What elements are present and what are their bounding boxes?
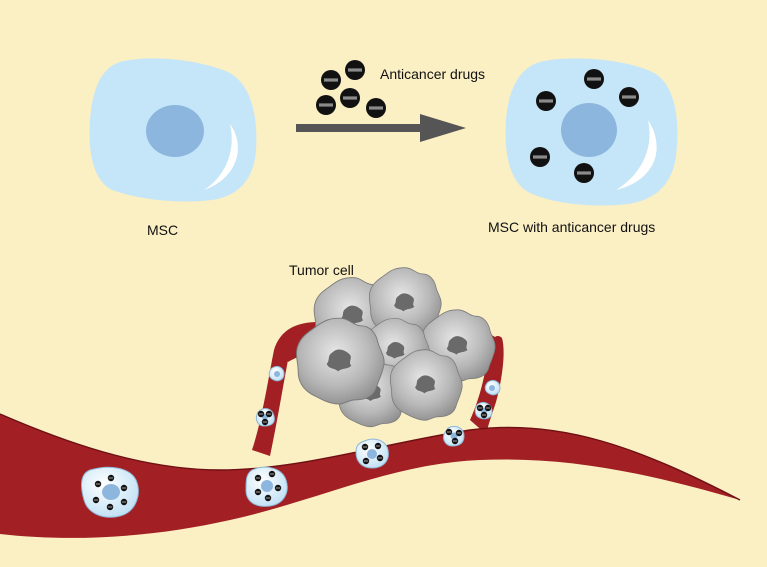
drug-particle [340, 88, 360, 108]
loaded-drug [584, 69, 604, 89]
msc-loaded-highlight [616, 120, 657, 190]
circulating-msc [484, 379, 501, 396]
drug-particle [345, 60, 365, 80]
drug-cluster [316, 60, 386, 118]
main-blood-vessel [0, 414, 740, 538]
label-msc-with-drugs: MSC with anticancer drugs [488, 219, 656, 235]
vessel-outline [0, 413, 741, 501]
circulating-msc [443, 425, 465, 447]
msc-cell [89, 58, 257, 202]
loaded-drug [619, 87, 639, 107]
loaded-drug [530, 147, 550, 167]
drug-particle [366, 98, 386, 118]
tumor-cluster [296, 267, 496, 428]
circulating-msc [474, 401, 493, 420]
label-msc: MSC [147, 222, 179, 238]
circulating-msc [355, 438, 389, 469]
msc-loaded-nucleus [561, 103, 617, 157]
tumor-cell [389, 349, 463, 421]
drug-particle [316, 95, 336, 115]
drug-particle [321, 70, 341, 90]
loaded-drug [536, 91, 556, 111]
msc-nucleus [146, 105, 204, 157]
loaded-drug [574, 163, 594, 183]
msc-with-drugs-cell [505, 58, 678, 206]
label-anticancer-drugs: Anticancer drugs [380, 66, 486, 82]
circulating-msc [268, 365, 285, 382]
circulating-msc [255, 408, 275, 427]
circulating-msc [245, 466, 288, 507]
circulating-msc-large [81, 466, 139, 518]
right-arrow-icon [296, 114, 466, 142]
label-tumor-cell: Tumor cell [289, 262, 354, 278]
msc-highlight [204, 124, 238, 190]
tumor-cell [296, 317, 385, 405]
